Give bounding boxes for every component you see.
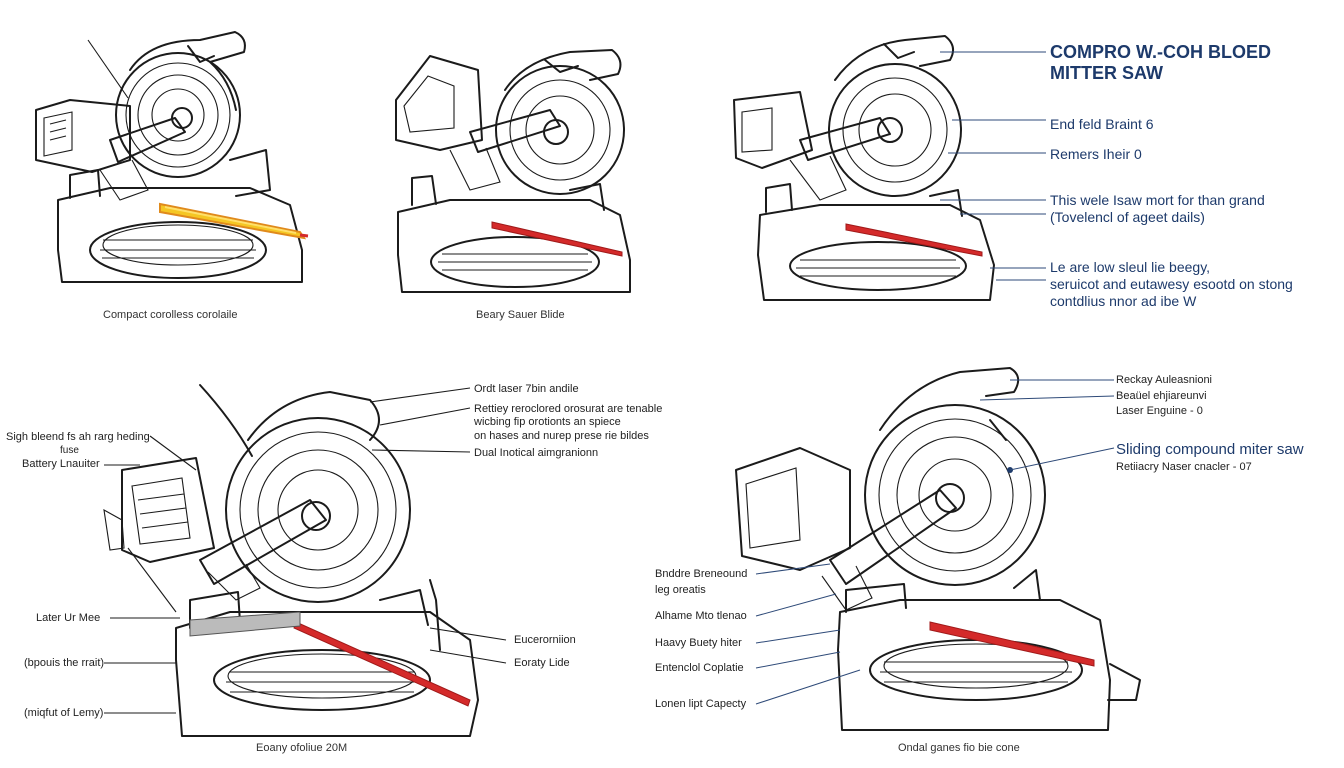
saw4-left-label-2: leg oreatis	[655, 584, 706, 596]
saw3-top-label-4: on hases and nurep prese rie bildes	[474, 430, 649, 442]
note-1: End feld Braint 6	[1050, 116, 1154, 132]
note-2: Remers Iheir 0	[1050, 146, 1142, 162]
saw-3-drawing	[733, 35, 1046, 301]
note-3: This wele Isaw mort for than grand	[1050, 192, 1265, 208]
saw3-top-label-3: wicbing fip orotionts an spiece	[474, 416, 621, 428]
saw-5-drawing	[735, 367, 1141, 731]
saw4-left-label-4: Haavy Buety hiter	[655, 637, 742, 649]
saw3-top-label-2: Rettiey reroclored orosurat are tenable	[474, 403, 663, 415]
saw4-left-label-5: Entenclol Coplatie	[655, 662, 744, 674]
saw3-left-label-2: fuse	[60, 445, 79, 456]
saw3-left-label-5: (bpouis the rrait)	[24, 657, 105, 669]
saw3-top-label-5: Dual Inotical aimgranionn	[474, 447, 599, 459]
saw3-left-label-3: Battery Lnauiter	[22, 458, 100, 470]
title-line-2: MITTER SAW	[1050, 63, 1163, 83]
saw4-top-label-1: Reckay Auleasnioni	[1116, 374, 1213, 386]
saw-4-drawing	[103, 384, 507, 737]
saw4-left-label-6: Lonen lipt Capecty	[655, 698, 747, 710]
caption-saw-1: Compact corolless corolaile	[103, 309, 238, 321]
title-line-1: COMPRO W.-COH BLOED	[1050, 42, 1271, 62]
saw3-left-label-6: (miqfut of Lemy)	[24, 707, 104, 719]
saw4-subtitle: Sliding compound miter saw	[1116, 441, 1304, 458]
note-7: contdlius nnor ad ibe W	[1050, 293, 1197, 309]
saw4-left-label-3: Alhame Mto tlenao	[655, 610, 747, 622]
saw-1-drawing	[35, 31, 309, 283]
note-4: (Tovelencl of ageet dails)	[1050, 209, 1205, 225]
saw3-right-label-2: Eoraty Lide	[514, 657, 570, 669]
caption-saw-3: Eoany ofoliue 20M	[256, 742, 348, 754]
saw3-top-label-1: Ordt laser 7bin andile	[474, 383, 579, 395]
saw3-left-label-4: Later Ur Mee	[36, 612, 101, 624]
saw3-right-label-1: Eucerorniion	[514, 634, 576, 646]
note-6: seruicot and eutawesy esootd on stong	[1050, 276, 1293, 292]
caption-saw-2: Beary Sauer Blide	[476, 309, 565, 321]
saw4-top-label-3: Laser Enguine - 0	[1116, 405, 1203, 417]
note-5: Le are low sleul lie beegy,	[1050, 259, 1211, 275]
saw-2-drawing	[395, 49, 631, 293]
title-block: COMPRO W.-COH BLOED MITTER SAW	[1050, 42, 1271, 84]
saw4-subtitle-note: Retiiacry Naser cnacler - 07	[1116, 461, 1252, 473]
saw4-top-label-2: Beaüel ehjiareunvi	[1116, 390, 1207, 402]
saw3-left-label-1: Sigh bleend fs ah rarg heding	[6, 431, 150, 443]
saw4-left-label-1: Bnddre Breneound	[655, 568, 748, 580]
caption-saw-4: Ondal ganes fio bie cone	[898, 742, 1020, 754]
